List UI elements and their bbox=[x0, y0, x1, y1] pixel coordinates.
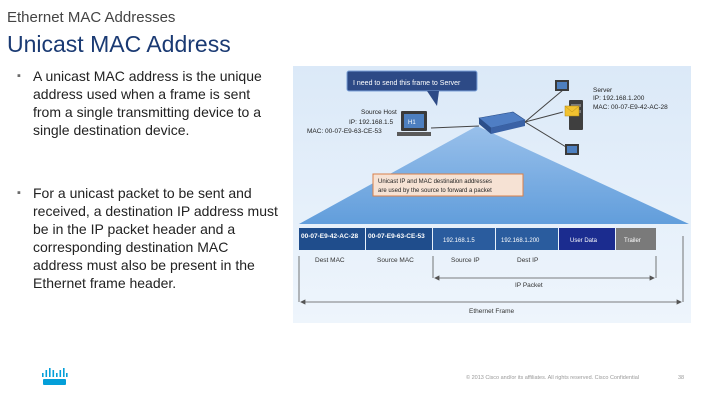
computer-icon bbox=[565, 144, 579, 155]
ethernet-frame-label: Ethernet Frame bbox=[469, 308, 515, 315]
unicast-diagram: I need to send this frame to Server Sour… bbox=[293, 66, 691, 323]
frame-value-trailer: Trailer bbox=[624, 238, 641, 244]
server-label: Server bbox=[593, 87, 613, 94]
field-label-dest-ip: Dest IP bbox=[517, 257, 538, 264]
host-tag: H1 bbox=[408, 120, 416, 126]
computer-icon bbox=[555, 80, 569, 91]
source-host-label: Source Host bbox=[361, 109, 397, 116]
field-label-source-mac: Source MAC bbox=[377, 257, 414, 264]
frame-field-source-mac bbox=[366, 228, 432, 250]
server-mac: MAC: 00-07-E9-42-AC-28 bbox=[593, 104, 668, 111]
frame-field-dest-ip bbox=[496, 228, 558, 250]
field-label-source-ip: Source IP bbox=[451, 257, 480, 264]
cisco-logo bbox=[42, 368, 68, 385]
frame-value-user-data: User Data bbox=[570, 238, 598, 244]
ethernet-frame-bracket bbox=[298, 236, 684, 305]
frame-value-source-mac: 00-07-E9-63-CE-53 bbox=[368, 233, 425, 240]
frame-field-dest-mac bbox=[299, 228, 365, 250]
copyright-text: © 2013 Cisco and/or its affiliates. All … bbox=[466, 375, 640, 381]
send-callout: I need to send this frame to Server bbox=[346, 70, 478, 106]
envelope-icon bbox=[564, 105, 580, 117]
bullet-item: For a unicast packet to be sent and rece… bbox=[17, 184, 279, 292]
bullet-item: A unicast MAC address is the unique addr… bbox=[17, 67, 279, 139]
switch-icon bbox=[478, 111, 526, 134]
frame-field-source-ip bbox=[433, 228, 495, 250]
unicast-callout: Unicast IP and MAC destination addresses… bbox=[372, 173, 524, 197]
ip-packet-label: IP Packet bbox=[515, 282, 543, 289]
source-host-ip: IP: 192.168.1.5 bbox=[349, 119, 393, 126]
field-label-dest-mac: Dest MAC bbox=[315, 257, 345, 264]
ip-packet-bracket bbox=[432, 256, 657, 281]
computer-icon: H1 bbox=[397, 111, 431, 136]
frame-field-trailer bbox=[616, 228, 656, 250]
frame-field-user-data bbox=[559, 228, 615, 250]
frame-value-dest-mac: 00-07-E9-42-AC-28 bbox=[301, 233, 358, 240]
unicast-callout-line1: Unicast IP and MAC destination addresses bbox=[378, 179, 492, 185]
slide-kicker: Ethernet MAC Addresses bbox=[7, 9, 176, 26]
server-ip: IP: 192.168.1.200 bbox=[593, 95, 645, 102]
frame-value-source-ip: 192.168.1.5 bbox=[443, 238, 475, 244]
slide-title: Unicast MAC Address bbox=[7, 31, 231, 57]
frame-value-dest-ip: 192.168.1.200 bbox=[501, 238, 540, 244]
source-host-mac: MAC: 00-07-E9-63-CE-53 bbox=[307, 128, 382, 135]
ethernet-frame: 00-07-E9-42-AC-28 00-07-E9-63-CE-53 192.… bbox=[299, 228, 656, 250]
page-number: 38 bbox=[678, 375, 685, 381]
unicast-callout-line2: are used by the source to forward a pack… bbox=[378, 188, 492, 194]
bullet-list: A unicast MAC address is the unique addr… bbox=[17, 67, 279, 292]
send-callout-text: I need to send this frame to Server bbox=[353, 80, 461, 87]
